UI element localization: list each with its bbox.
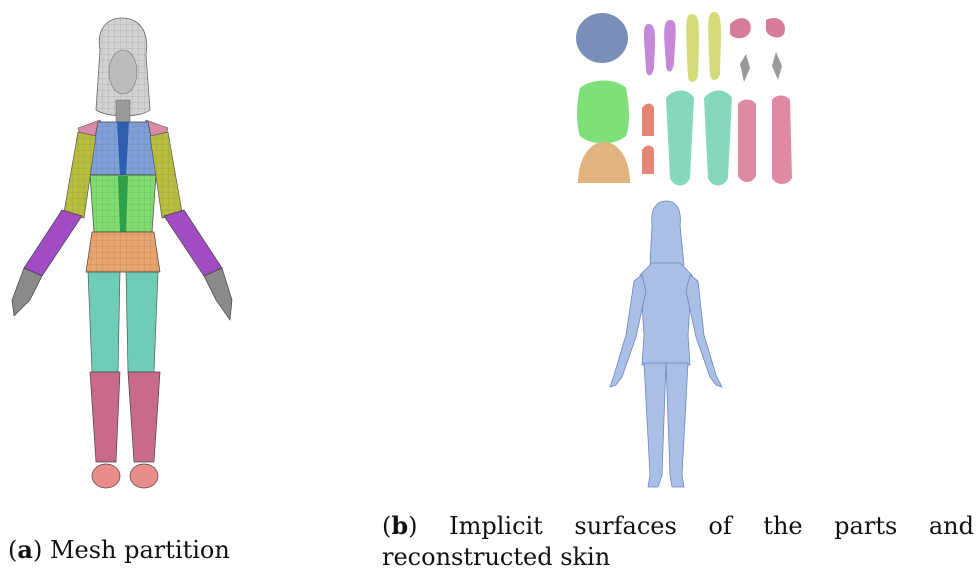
caption-b: (b) Implicit surfaces of the parts and r… (382, 510, 974, 573)
thigh-implicit-part (666, 91, 694, 186)
right-forearm-part (164, 210, 222, 276)
implicit-parts-svg (570, 8, 810, 198)
skin-head (650, 201, 684, 268)
caption-a: (a) Mesh partition (8, 534, 308, 566)
hip-implicit-part (578, 142, 630, 183)
reconstructed-skin-svg (600, 195, 730, 495)
left-hand-part (12, 268, 42, 316)
abdomen-implicit-part (577, 81, 629, 144)
neck-implicit-part (642, 104, 654, 137)
shin-implicit-part (738, 100, 756, 183)
skin-torso (640, 263, 692, 365)
upper-arm-implicit-part (686, 14, 699, 82)
skin-right-leg (666, 363, 688, 487)
right-foot-part (130, 464, 158, 488)
left-shin-part (90, 372, 120, 462)
caption-b-label: b (391, 511, 408, 540)
forearm-implicit-part (644, 24, 655, 76)
right-shin-part (128, 372, 160, 462)
left-foot-part (92, 464, 120, 488)
right-hand-part (204, 268, 232, 320)
skin-right-arm (686, 275, 722, 387)
implicit-parts-figure (570, 8, 810, 198)
face-part (109, 50, 137, 94)
right-thigh-part (126, 272, 158, 372)
hand-implicit-part (740, 54, 750, 82)
skin-left-leg (644, 363, 666, 487)
caption-a-text: Mesh partition (50, 536, 230, 564)
skin-left-arm (610, 275, 646, 387)
mesh-partition-svg (0, 0, 245, 500)
left-thigh-part (88, 272, 120, 372)
mesh-partition-figure (0, 0, 245, 500)
left-forearm-part (24, 210, 82, 276)
reconstructed-skin-figure (600, 195, 730, 495)
caption-b-text: Implicit surfaces of the parts and recon… (382, 512, 974, 571)
shoulder-implicit-part (730, 18, 751, 38)
head-implicit-part (576, 13, 628, 63)
caption-a-label: a (17, 535, 33, 564)
